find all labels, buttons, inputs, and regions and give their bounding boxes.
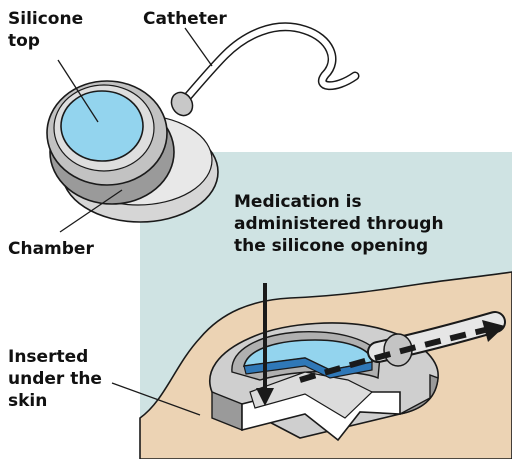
inserted-line-1: Inserted: [8, 346, 102, 368]
medication-line-3: the silicone opening: [234, 235, 444, 257]
inserted-line-2: under the: [8, 368, 102, 390]
silicone-septum: [61, 91, 143, 161]
inserted-label: Inserted under the skin: [8, 346, 102, 412]
medication-line-2: administered through: [234, 213, 444, 235]
catheter-leader: [185, 28, 212, 66]
catheter-label: Catheter: [143, 8, 227, 30]
inserted-line-3: skin: [8, 390, 102, 412]
catheter-tube-inner: [178, 27, 355, 108]
silicone-top-line-1: Silicone: [8, 8, 83, 30]
catheter-text: Catheter: [143, 8, 227, 30]
medication-line-1: Medication is: [234, 191, 444, 213]
chamber-text: Chamber: [8, 238, 94, 260]
medication-label: Medication is administered through the s…: [234, 191, 444, 257]
silicone-top-label: Silicone top: [8, 8, 83, 52]
silicone-top-line-2: top: [8, 30, 83, 52]
chamber-label: Chamber: [8, 238, 94, 260]
